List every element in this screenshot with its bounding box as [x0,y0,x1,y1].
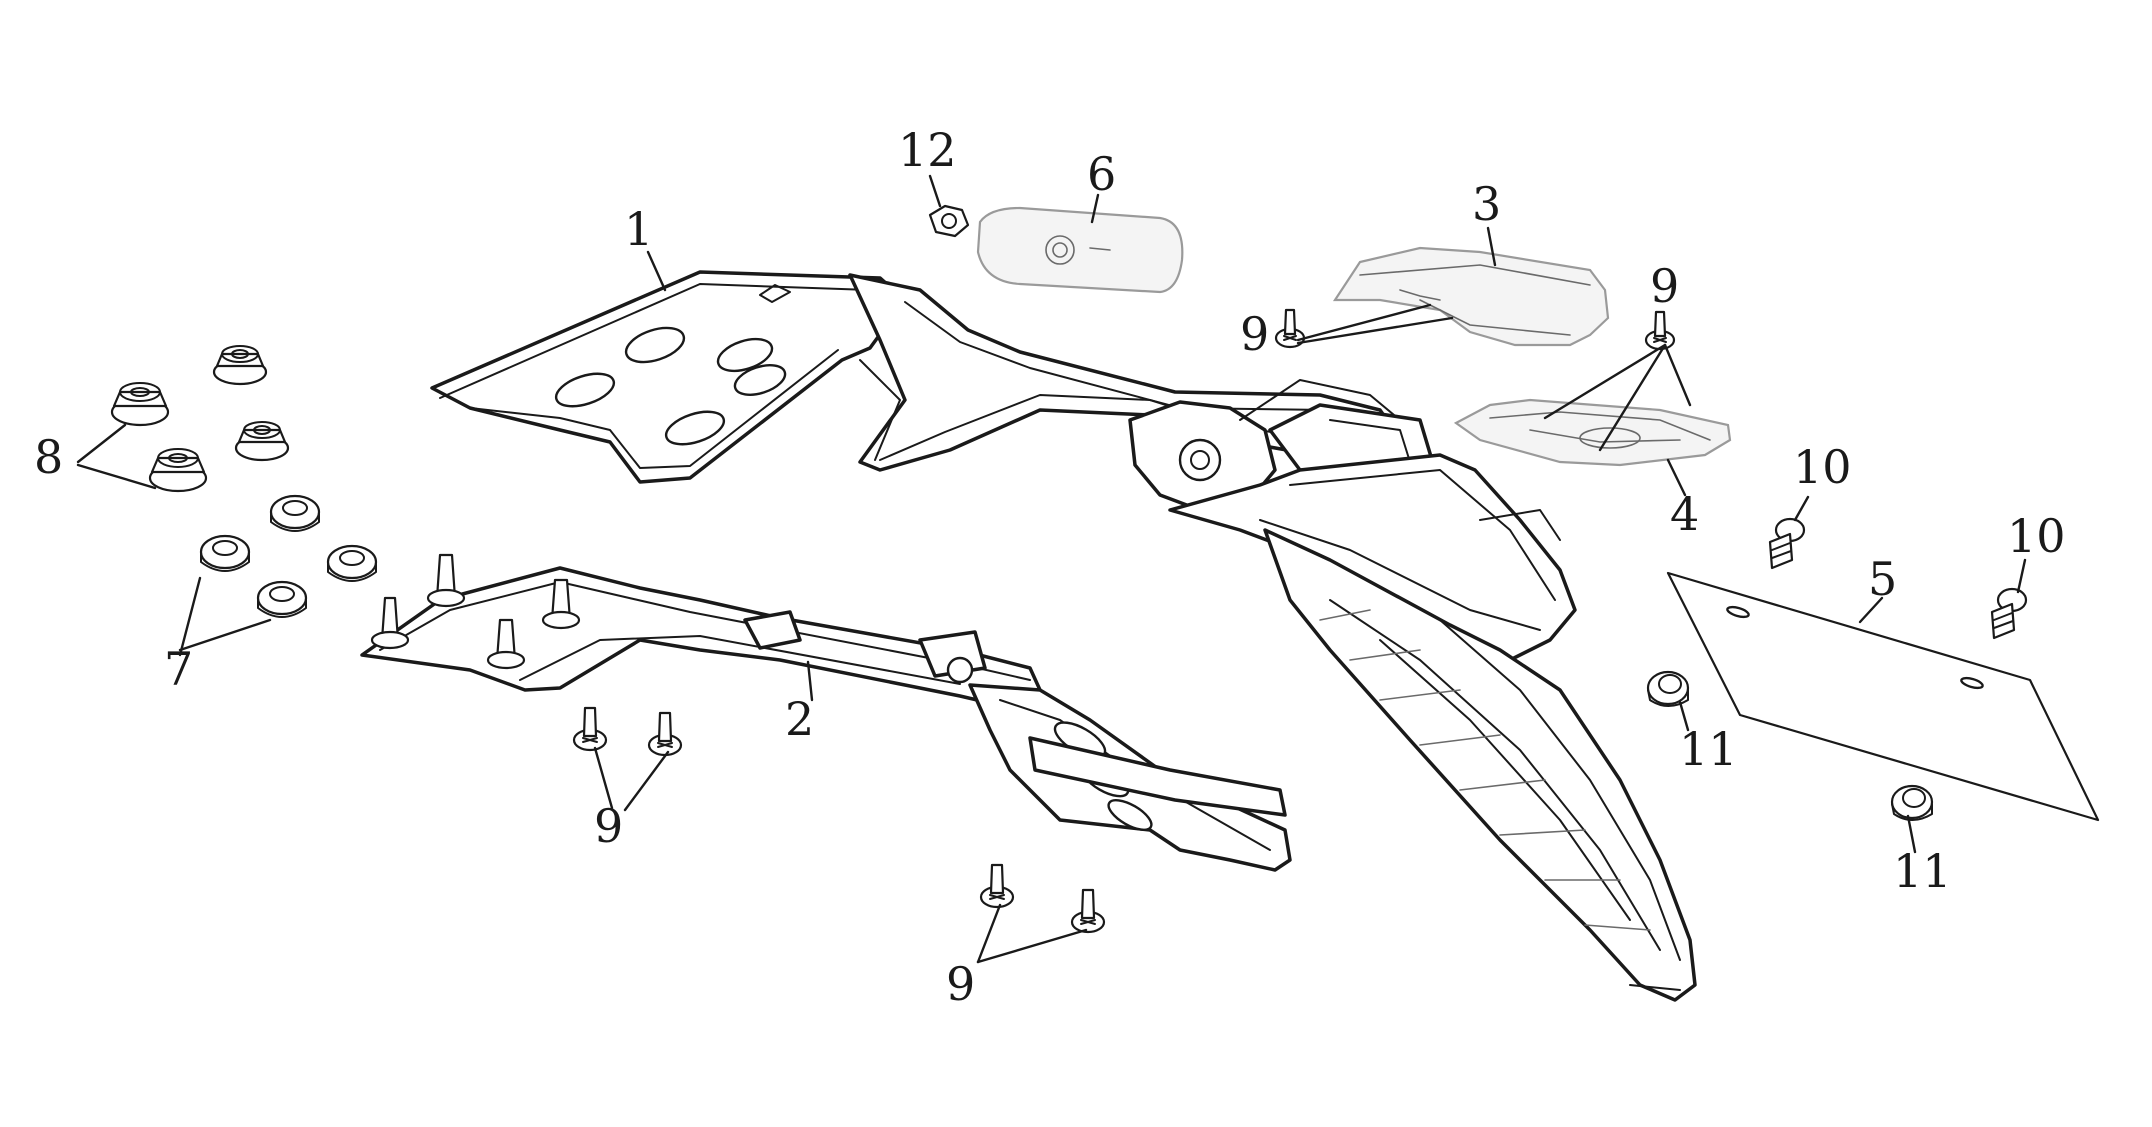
callout-9-top-left: 9 [1240,307,1269,361]
part-10-plate-bolts [1768,517,2028,640]
part-4-mounting-plate [1453,398,1732,467]
callout-11-left: 11 [1679,722,1738,776]
part-12-nut [928,204,970,238]
stud-bolts [370,553,581,670]
callout-10-right: 10 [2007,509,2066,563]
screw-9-f [1070,888,1106,934]
callout-10-left: 10 [1793,440,1852,494]
screw-9-e [979,863,1015,909]
callout-8: 8 [34,430,63,484]
part-3-light-cover [1332,246,1610,347]
part-9-screws [572,308,1676,934]
callout-9-middle: 9 [594,799,623,853]
part-5-license-plate [1666,571,2100,822]
part-7-grommets [199,494,378,618]
callout-3: 3 [1472,177,1501,231]
callout-6: 6 [1087,147,1116,201]
screw-9-c [572,706,608,752]
part-6-reflector [976,206,1184,294]
callout-4: 4 [1670,487,1699,541]
callout-9-bottom: 9 [946,957,975,1011]
callout-11-right: 11 [1893,844,1952,898]
callout-7: 7 [164,642,193,696]
callout-2: 2 [785,692,814,746]
callout-9-top-right: 9 [1650,259,1679,313]
screw-9-b [1644,310,1676,351]
screw-9-a [1274,308,1306,349]
part-11-plate-nuts [1646,670,1934,821]
part-1-rear-frame [430,270,1697,1002]
part-8-flange-nuts [110,345,290,493]
leader-lines [76,174,2027,964]
screw-9-d [647,711,683,757]
callout-labels: 1 2 3 4 5 6 7 8 9 9 9 9 10 10 11 11 12 [34,123,2066,1011]
callout-12: 12 [898,123,957,177]
callout-5: 5 [1868,552,1897,606]
callout-1: 1 [624,202,653,256]
part-2-lower-bracket [360,553,1292,872]
